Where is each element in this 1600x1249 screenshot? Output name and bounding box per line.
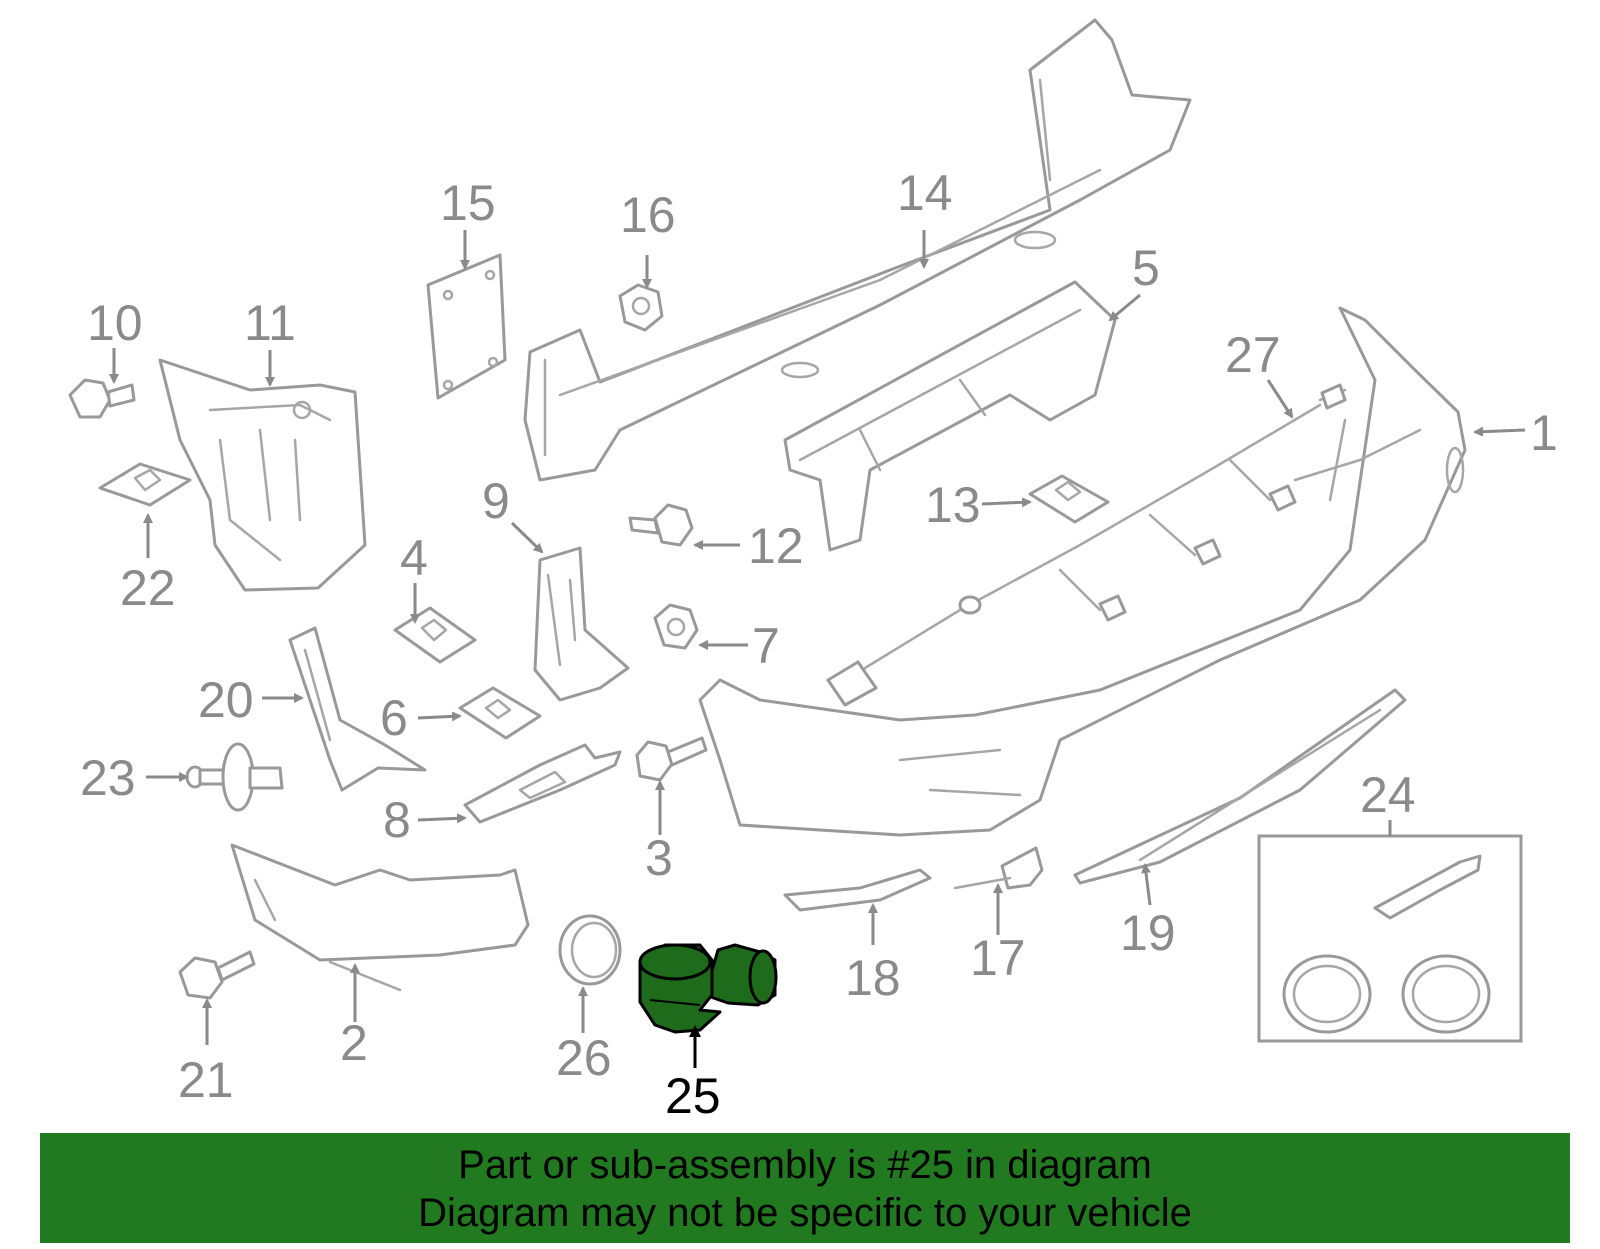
part-14-bumper-reinforcement (523, 18, 1192, 482)
part-26-plug (558, 914, 622, 986)
banner-line-2: Diagram may not be specific to your vehi… (418, 1191, 1192, 1235)
part-24-kit (1257, 834, 1523, 1043)
part-20-bracket (288, 626, 427, 792)
part-18-reflector-strip (783, 868, 932, 912)
part-5-energy-absorber (783, 280, 1117, 552)
callout-6: 6 (380, 690, 408, 746)
part-7-nut (653, 603, 699, 650)
part-19-trim-strip (1073, 688, 1407, 885)
banner-line-1: Part or sub-assembly is #25 in diagram (458, 1143, 1152, 1187)
part-23-rivet (185, 742, 284, 812)
callout-8: 8 (383, 792, 411, 848)
callout-4: 4 (400, 530, 428, 586)
callout-13: 13 (925, 477, 981, 533)
callout-18: 18 (845, 950, 901, 1006)
callout-17: 17 (970, 930, 1026, 986)
callout-23: 23 (80, 750, 136, 806)
part-2-corner-cover (230, 843, 530, 992)
callout-24: 24 (1360, 767, 1416, 823)
part-3-bolt (635, 736, 708, 782)
callout-5: 5 (1132, 240, 1160, 296)
part-25-parking-sensor (638, 943, 778, 1034)
callout-22: 22 (120, 560, 176, 616)
callout-26: 26 (556, 1030, 612, 1086)
part-1-bumper-cover (698, 306, 1467, 837)
part-12-bolt (628, 503, 694, 547)
callout-2: 2 (340, 1015, 368, 1071)
part-6-clip (458, 686, 542, 740)
part-4-clip (393, 606, 477, 664)
part-10-bolt (68, 378, 136, 419)
part-9-bracket (533, 546, 630, 702)
part-15-pad (426, 253, 507, 400)
info-banner: Part or sub-assembly is #25 in diagram D… (40, 1133, 1570, 1243)
callout-10: 10 (87, 295, 143, 351)
callout-3: 3 (645, 830, 673, 886)
callout-11: 11 (244, 295, 296, 351)
callout-9: 9 (482, 473, 510, 529)
callout-7: 7 (752, 618, 780, 674)
leader-arrows (109, 230, 1526, 1068)
part-11-bracket (158, 358, 367, 592)
callout-25: 25 (665, 1068, 721, 1124)
callout-20: 20 (198, 672, 254, 728)
callout-16: 16 (620, 187, 676, 243)
callout-12: 12 (748, 518, 804, 574)
callout-15: 15 (440, 175, 496, 231)
callout-1: 1 (1530, 405, 1558, 461)
callout-27: 27 (1225, 327, 1281, 383)
part-17-cover-cap (953, 846, 1044, 890)
part-22-clip (98, 462, 192, 507)
callout-19: 19 (1120, 905, 1176, 961)
callout-21: 21 (178, 1052, 234, 1108)
part-13-clip (1028, 474, 1110, 524)
part-8-bracket (463, 743, 622, 824)
part-16-nut (618, 283, 664, 332)
part-27-wiring-harness (826, 383, 1347, 707)
part-21-bolt (178, 950, 256, 1000)
callout-14: 14 (897, 165, 953, 221)
